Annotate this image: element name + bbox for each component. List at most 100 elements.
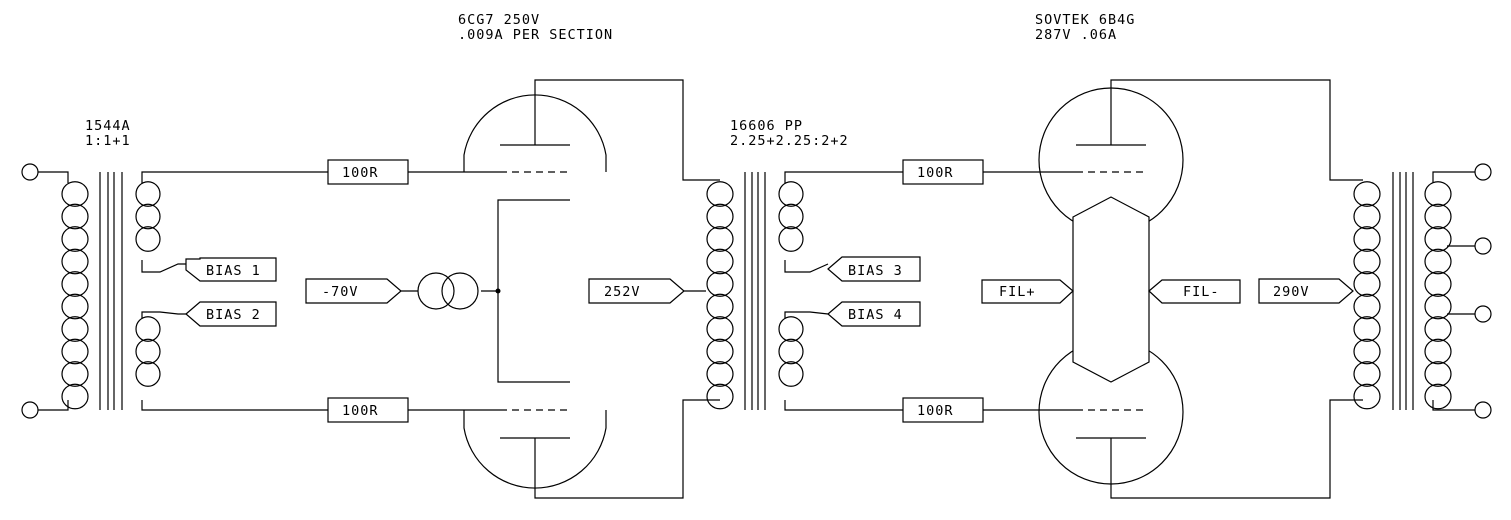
coil-turn: [706, 383, 734, 410]
coil-turn: [1353, 271, 1381, 297]
coil-turn: [1424, 271, 1452, 297]
coil-turn: [706, 248, 734, 275]
coil-turn: [706, 226, 734, 252]
coil-turn: [778, 181, 804, 207]
input-terminal-bottom: [21, 401, 39, 419]
coil-turn: [1353, 226, 1381, 252]
output-transformer: [1353, 172, 1452, 410]
input-transformer-model: 1544A: [85, 118, 131, 134]
coil-turn: [778, 338, 804, 365]
output-terminal-3: [1474, 305, 1492, 323]
coil-turn: [135, 338, 161, 365]
coil-turn: [1424, 338, 1452, 365]
neg-supply-port: [305, 278, 402, 304]
driver-tube-spec: 6CG7 250V: [458, 12, 540, 28]
coil-turn: [778, 316, 804, 342]
coil-turn: [1424, 293, 1452, 320]
coil-turn: [778, 226, 804, 252]
driver-tube-section-bottom: [463, 399, 720, 499]
bias2-port: [185, 301, 277, 327]
coil-turn: [61, 293, 89, 320]
coil-turn: [706, 316, 734, 342]
driver-b-plus-label: 252V: [604, 284, 641, 300]
coil-turn: [1424, 383, 1452, 410]
coil-turn: [135, 226, 161, 252]
coil-turn: [1424, 226, 1452, 252]
output-transformer-secondary: [1424, 181, 1452, 410]
input-transformer-primary: [61, 181, 89, 410]
input-transformer-ratio: 1:1+1: [85, 133, 131, 149]
coil-turn: [1353, 203, 1381, 230]
coil-turn: [135, 316, 161, 342]
coil-turn: [1353, 181, 1381, 207]
coil-turn: [1424, 248, 1452, 275]
coil-turn: [1353, 248, 1381, 275]
input-transformer: [61, 172, 161, 410]
input-transformer-secondary-bottom: [135, 316, 161, 387]
coil-turn: [61, 203, 89, 230]
fil-plus-port: [981, 279, 1074, 304]
bias2-label: BIAS 2: [206, 307, 261, 323]
coil-turn: [1424, 181, 1452, 207]
coil-turn: [1353, 293, 1381, 320]
fil-minus-port: [1148, 279, 1241, 304]
output-transformer-primary: [1353, 181, 1381, 410]
driver-tube-current: .009A PER SECTION: [458, 27, 613, 43]
interstage-transformer: [706, 172, 804, 410]
coil-turn: [61, 271, 89, 297]
coil-turn: [61, 181, 89, 207]
interstage-transformer-primary: [706, 181, 734, 410]
constant-current-source-icon: [417, 272, 479, 310]
driver-cathode: [481, 199, 570, 383]
output-tube-operating-point: 287V .06A: [1035, 27, 1117, 43]
coil-turn: [706, 338, 734, 365]
driver-grid-resistor-top-value: 100R: [342, 165, 379, 181]
output-terminals: [1474, 163, 1492, 419]
output-b-plus-port: [1258, 278, 1354, 304]
coil-turn: [706, 203, 734, 230]
interstage-transformer-secondary-bottom: [778, 316, 804, 387]
coil-turn: [61, 226, 89, 252]
driver-b-plus-port: [588, 278, 685, 304]
coil-turn: [61, 338, 89, 365]
output-tube-spec: SOVTEK 6B4G: [1035, 12, 1135, 28]
coil-turn: [1424, 361, 1452, 387]
fil-minus-label: FIL-: [1183, 284, 1220, 300]
output-grid-resistor-top: [902, 159, 984, 185]
coil-turn: [706, 181, 734, 207]
coil-turn: [1353, 361, 1381, 387]
coil-turn: [706, 293, 734, 320]
driver-grid-resistor-bottom-value: 100R: [342, 403, 379, 419]
output-grid-resistor-top-value: 100R: [917, 165, 954, 181]
output-tube-filament: [1072, 196, 1150, 383]
driver-tube-section-top: [463, 79, 720, 181]
input-terminal-top: [21, 163, 39, 181]
bias1-label: BIAS 1: [206, 263, 261, 279]
input-terminals: [21, 163, 69, 419]
bias4-port: [827, 301, 921, 327]
coil-turn: [61, 248, 89, 275]
coil-turn: [135, 361, 161, 387]
coil-turn: [706, 361, 734, 387]
neg-supply-label: -70V: [322, 284, 359, 300]
interstage-transformer-model: 16606 PP: [730, 118, 803, 134]
driver-grid-resistor-top: [327, 159, 409, 185]
coil-turn: [1424, 203, 1452, 230]
output-terminal-2: [1474, 237, 1492, 255]
coil-turn: [61, 383, 89, 410]
interstage-transformer-ratio: 2.25+2.25:2+2: [730, 133, 849, 149]
coil-turn: [61, 316, 89, 342]
bias1-port: [185, 257, 277, 282]
output-grid-resistor-bottom-value: 100R: [917, 403, 954, 419]
coil-turn: [135, 203, 161, 230]
coil-turn: [1424, 316, 1452, 342]
output-b-plus-label: 290V: [1273, 284, 1310, 300]
output-terminal-1: [1474, 163, 1492, 181]
fil-plus-label: FIL+: [999, 284, 1036, 300]
driver-grid-resistor-bottom: [327, 397, 409, 423]
coil-turn: [61, 361, 89, 387]
bias4-label: BIAS 4: [848, 307, 903, 323]
coil-turn: [1353, 338, 1381, 365]
coil-turn: [778, 203, 804, 230]
